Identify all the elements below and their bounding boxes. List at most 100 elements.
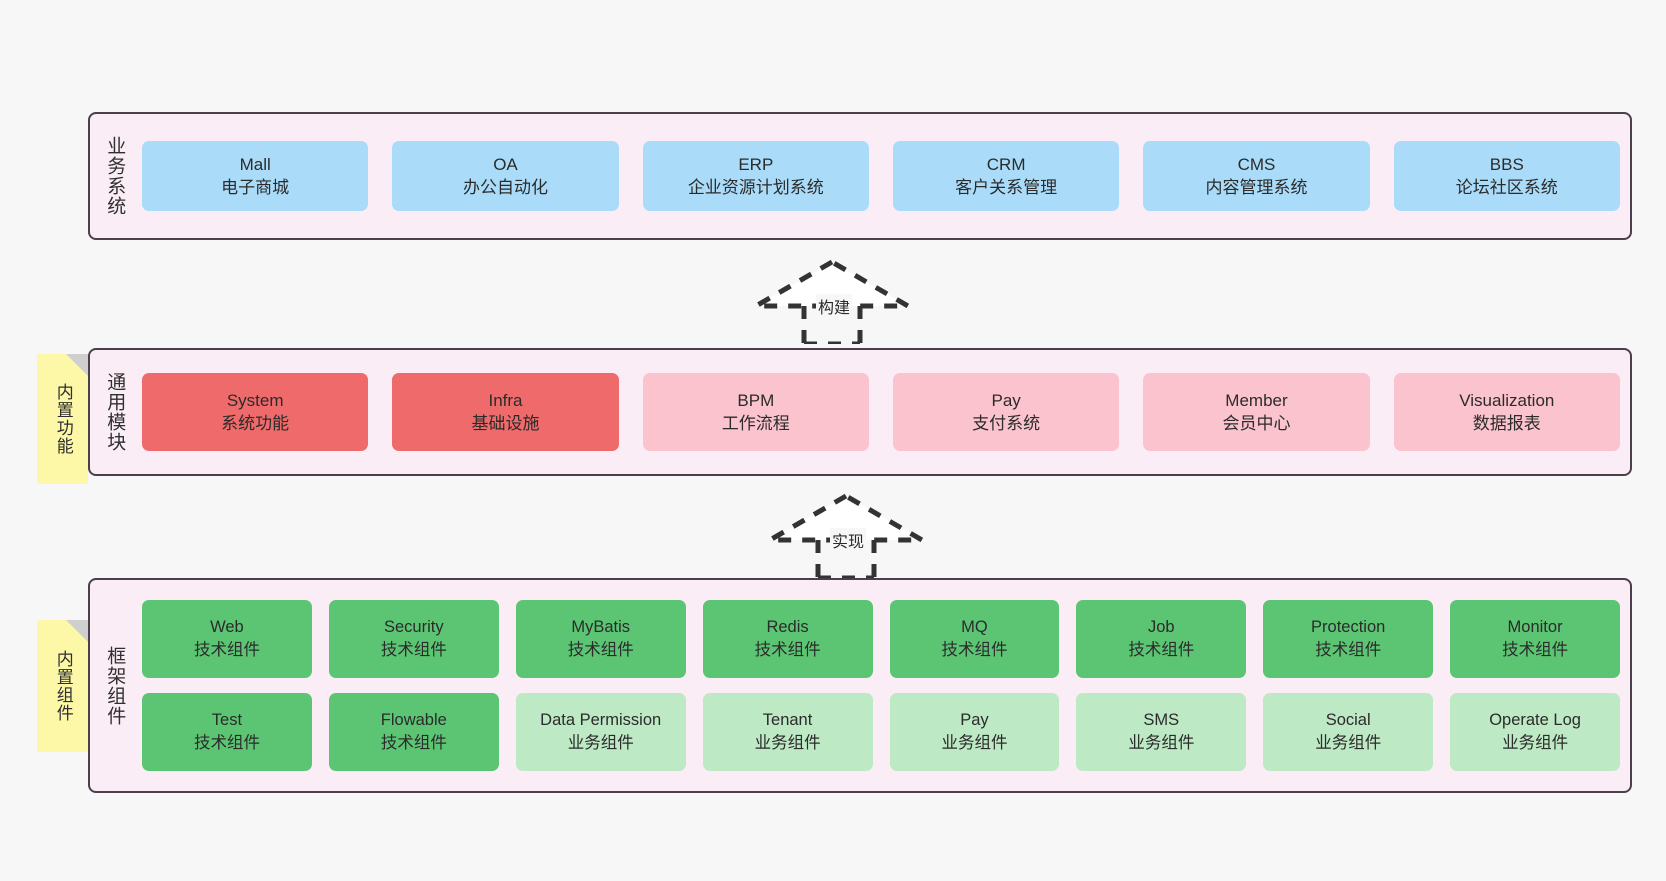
business-system-oa[interactable]: OA 办公自动化 [392, 141, 619, 211]
cell-title: MyBatis [571, 618, 631, 637]
framework-component-mq[interactable]: MQ 技术组件 [889, 600, 1060, 678]
common-module-visualization[interactable]: Visualization 数据报表 [1393, 373, 1620, 451]
cell-subtitle: 办公自动化 [462, 178, 548, 197]
connector-implement-label: 实现 [830, 528, 867, 552]
cell-subtitle: 业务组件 [1502, 734, 1569, 752]
layer-common-modules: 通用模块 System 系统功能 Infra 基础设施 BPM 工作流程 Pay 支付系统 Me… [88, 348, 1632, 476]
sticky-note-builtin-components-label: 内置组件 [53, 650, 73, 722]
cell-title: Operate Log [1489, 711, 1581, 730]
framework-component-protection[interactable]: Protection 技术组件 [1263, 600, 1434, 678]
cell-subtitle: 技术组件 [380, 734, 447, 752]
cell-title: SMS [1143, 711, 1180, 730]
framework-component-operate-log[interactable]: Operate Log 业务组件 [1450, 693, 1620, 771]
cell-title: Security [384, 618, 444, 637]
cell-subtitle: 技术组件 [941, 641, 1008, 659]
cell-title: Social [1325, 711, 1371, 730]
layer-business-systems-title: 业务系统 [104, 136, 126, 216]
cell-title: System [226, 390, 284, 410]
layer-business-systems: 业务系统 Mall 电子商城 OA 办公自动化 ERP 企业资源计划系统 CRM 客户关系管理… [88, 112, 1632, 240]
business-system-mall[interactable]: Mall 电子商城 [142, 141, 369, 211]
framework-component-data-permission[interactable]: Data Permission 业务组件 [515, 693, 686, 771]
cell-subtitle: 业务组件 [941, 734, 1008, 752]
cell-subtitle: 技术组件 [1128, 641, 1195, 659]
connector-build-arrowhead [752, 259, 912, 309]
framework-component-security[interactable]: Security 技术组件 [328, 600, 499, 678]
cell-title: Visualization [1459, 390, 1555, 410]
common-module-infra[interactable]: Infra 基础设施 [392, 373, 619, 451]
cell-title: CRM [986, 154, 1026, 174]
cell-subtitle: 电子商城 [221, 178, 290, 197]
cell-subtitle: 基础设施 [471, 414, 540, 433]
cell-title: Redis [766, 618, 809, 637]
cell-subtitle: 数据报表 [1472, 414, 1541, 433]
cell-title: Protection [1311, 618, 1386, 637]
common-module-pay[interactable]: Pay 支付系统 [892, 373, 1120, 451]
cell-subtitle: 业务组件 [567, 734, 634, 752]
cell-title: BBS [1489, 154, 1524, 174]
layer-common-modules-title: 通用模块 [104, 372, 126, 452]
sticky-note-builtin-components: 内置组件 [37, 620, 88, 752]
sticky-note-builtin-features: 内置功能 [37, 354, 88, 484]
cell-subtitle: 客户关系管理 [955, 178, 1058, 197]
framework-component-redis[interactable]: Redis 技术组件 [702, 600, 873, 678]
framework-component-tenant[interactable]: Tenant 业务组件 [702, 693, 873, 771]
connector-implement: 实现 [766, 492, 926, 578]
business-system-erp[interactable]: ERP 企业资源计划系统 [642, 141, 869, 211]
layer-framework-components-title: 框架组件 [104, 645, 126, 726]
layer-business-systems-body: Mall 电子商城 OA 办公自动化 ERP 企业资源计划系统 CRM 客户关系管理 CMS 内容… [138, 114, 1630, 238]
common-module-bpm[interactable]: BPM 工作流程 [642, 373, 869, 451]
cell-subtitle: 技术组件 [380, 641, 447, 659]
cell-title: Mall [239, 154, 271, 174]
business-system-crm[interactable]: CRM 客户关系管理 [892, 141, 1120, 211]
cell-subtitle: 技术组件 [754, 641, 821, 659]
cell-subtitle: 系统功能 [221, 414, 290, 433]
cell-title: MQ [961, 618, 988, 637]
cell-title: Infra [488, 390, 523, 410]
cell-title: Data Permission [540, 711, 662, 730]
cell-subtitle: 企业资源计划系统 [687, 178, 824, 197]
cell-subtitle: 业务组件 [754, 734, 821, 752]
sticky-note-builtin-features-label: 内置功能 [53, 383, 73, 455]
cell-subtitle: 支付系统 [972, 414, 1041, 433]
cell-title: Test [211, 711, 243, 730]
cell-title: BPM [737, 390, 775, 410]
cell-title: Pay [991, 390, 1021, 410]
framework-component-test[interactable]: Test 技术组件 [142, 693, 312, 771]
framework-component-social[interactable]: Social 业务组件 [1263, 693, 1434, 771]
business-system-cms[interactable]: CMS 内容管理系统 [1143, 141, 1370, 211]
connector-build-label: 构建 [816, 294, 853, 318]
connector-build: 构建 [752, 258, 912, 344]
cell-title: CMS [1237, 154, 1276, 174]
cell-subtitle: 技术组件 [193, 734, 260, 752]
cell-title: ERP [738, 154, 774, 174]
cell-title: OA [493, 154, 518, 174]
connector-implement-shaft [815, 540, 877, 578]
cell-subtitle: 工作流程 [721, 414, 790, 433]
cell-title: Web [210, 618, 244, 637]
cell-subtitle: 技术组件 [1502, 641, 1569, 659]
cell-subtitle: 内容管理系统 [1205, 178, 1308, 197]
connector-build-shaft [801, 306, 863, 344]
cell-title: Tenant [762, 711, 813, 730]
framework-component-flowable[interactable]: Flowable 技术组件 [328, 693, 499, 771]
cell-subtitle: 技术组件 [1315, 641, 1382, 659]
business-systems-row: Mall 电子商城 OA 办公自动化 ERP 企业资源计划系统 CRM 客户关系管理 CMS 内容… [142, 141, 1620, 211]
cell-subtitle: 会员中心 [1222, 414, 1291, 433]
common-module-system[interactable]: System 系统功能 [142, 373, 369, 451]
cell-subtitle: 业务组件 [1315, 734, 1382, 752]
cell-title: Flowable [380, 711, 447, 730]
